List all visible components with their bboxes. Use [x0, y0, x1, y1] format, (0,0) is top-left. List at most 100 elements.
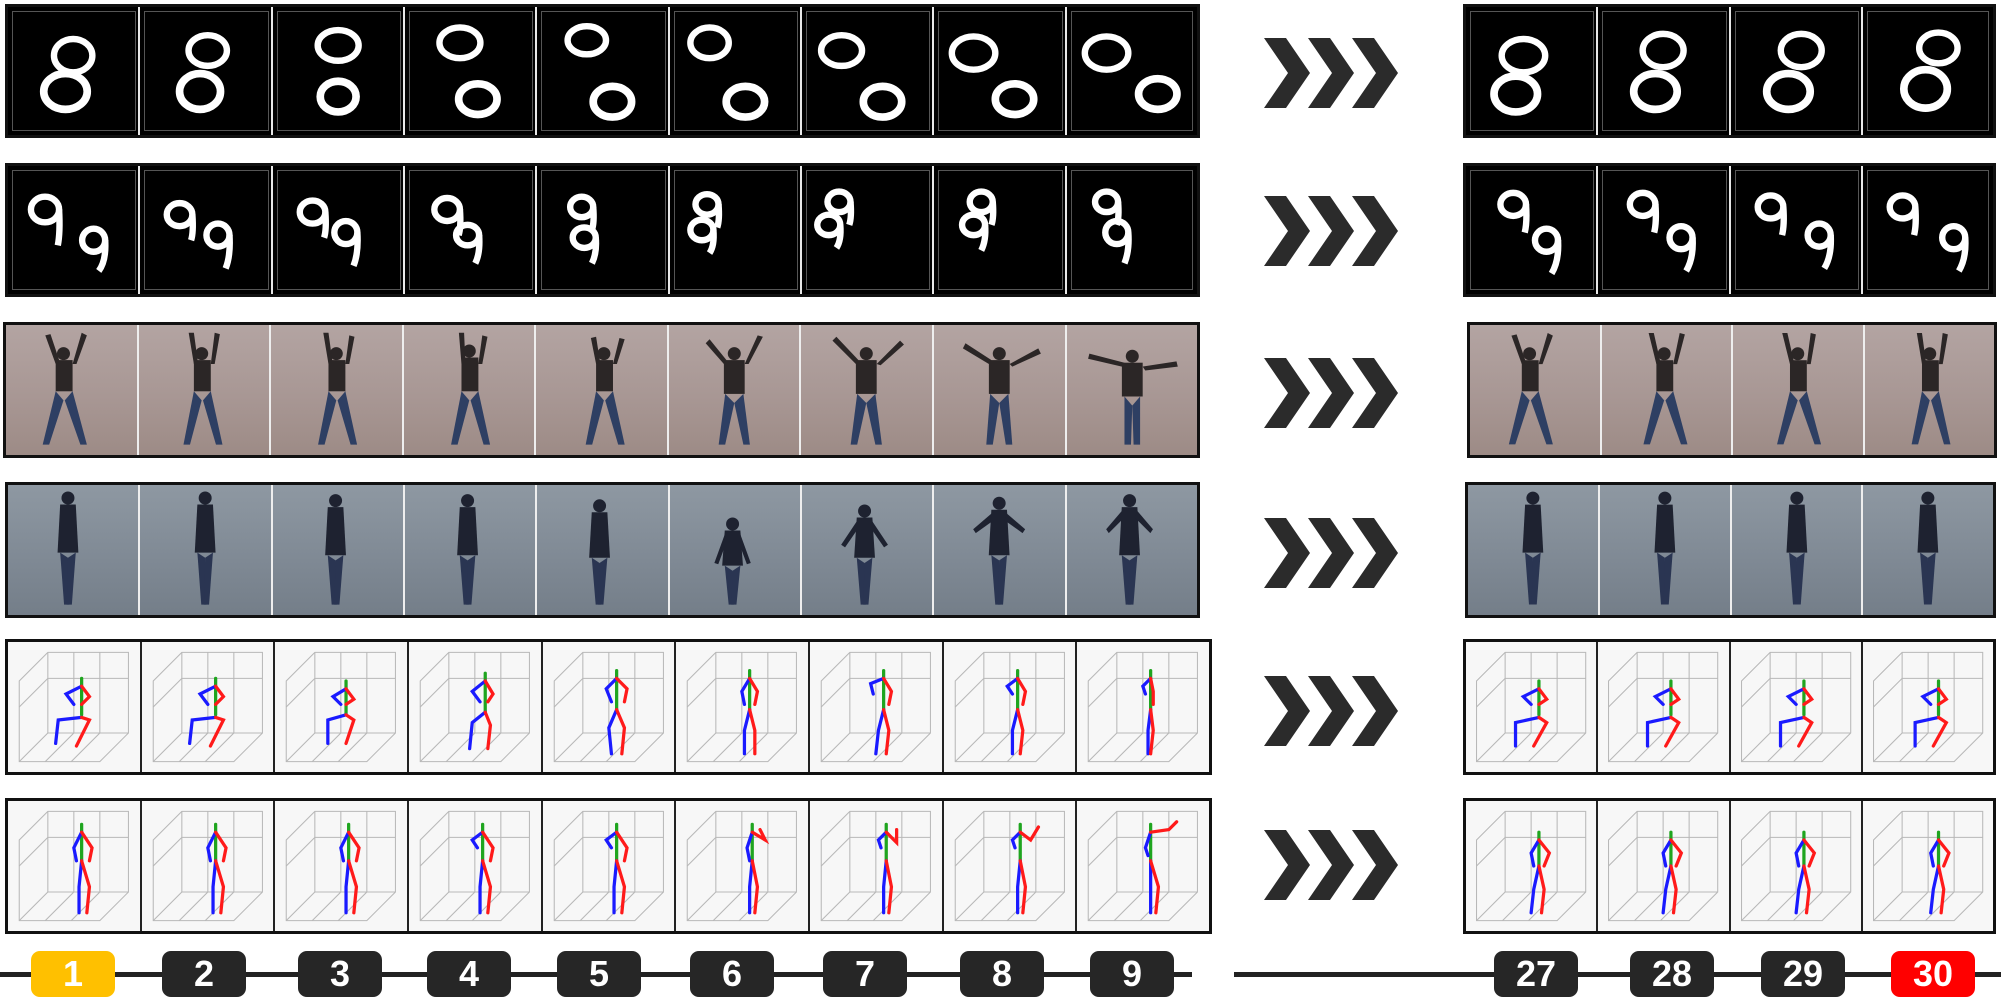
frame-4 [404, 7, 538, 135]
frame-29 [1730, 7, 1863, 135]
sequence-row-kth-arms-up-output [1467, 322, 1997, 458]
frame-28 [1598, 166, 1731, 294]
triple-chevron-right-icon [1264, 676, 1398, 746]
frame-3 [271, 325, 404, 455]
frame-27 [1470, 325, 1602, 455]
frame-7 [810, 801, 944, 931]
frame-27 [1466, 642, 1599, 772]
sequence-row-mnist-99-output [1463, 163, 1996, 297]
frame-4 [409, 642, 543, 772]
frame-badge-6: 6 [690, 951, 774, 997]
frame-5 [537, 166, 670, 294]
frame-6 [676, 642, 811, 772]
frame-4 [404, 166, 538, 294]
frame-7 [801, 7, 935, 135]
sequence-row-mnist-8-output [1463, 4, 1996, 138]
frame-1 [8, 485, 141, 615]
frame-1 [8, 7, 141, 135]
frame-2 [140, 485, 273, 615]
frame-3 [272, 7, 405, 135]
frame-29 [1733, 325, 1865, 455]
frame-3 [275, 801, 410, 931]
frame-8 [934, 166, 1067, 294]
frame-29 [1730, 801, 1863, 931]
sequence-row-mnist-99-input [5, 163, 1200, 297]
frame-1 [8, 801, 142, 931]
frame-9 [1066, 325, 1198, 455]
frame-6 [668, 325, 802, 455]
frame-badge-29: 29 [1761, 951, 1845, 997]
frame-8 [943, 801, 1078, 931]
sequence-row-skeleton-sitting-input [5, 639, 1212, 775]
frame-badge-7: 7 [823, 951, 907, 997]
frame-badge-4: 4 [427, 951, 511, 997]
frame-1 [6, 325, 139, 455]
frame-6 [669, 485, 802, 615]
frame-30 [1862, 642, 1993, 772]
frame-9 [1066, 485, 1197, 615]
frame-5 [542, 642, 677, 772]
frame-5 [536, 325, 669, 455]
sequence-row-kth-standing-input [5, 482, 1200, 618]
frame-2 [138, 325, 272, 455]
frame-4 [404, 485, 538, 615]
frame-6 [669, 7, 802, 135]
frame-badge-27: 27 [1494, 951, 1578, 997]
frame-28 [1599, 485, 1732, 615]
frame-28 [1598, 642, 1731, 772]
frame-4 [403, 325, 537, 455]
frame-9 [1077, 801, 1210, 931]
triple-chevron-right-icon [1264, 518, 1398, 588]
frame-badge-3: 3 [298, 951, 382, 997]
frame-30 [1863, 485, 1993, 615]
frame-1 [8, 166, 141, 294]
timeline-gap [1192, 968, 1234, 982]
frame-5 [537, 485, 670, 615]
frame-badge-28: 28 [1630, 951, 1714, 997]
frame-badge-30: 30 [1891, 951, 1975, 997]
frame-badge-8: 8 [960, 951, 1044, 997]
frame-8 [943, 642, 1078, 772]
frame-30 [1864, 325, 1994, 455]
frame-9 [1077, 642, 1210, 772]
sequence-row-mnist-8-input [5, 4, 1200, 138]
triple-chevron-right-icon [1264, 830, 1398, 900]
sequence-row-kth-arms-up-input [3, 322, 1200, 458]
frame-6 [669, 166, 802, 294]
frame-29 [1730, 642, 1863, 772]
frame-30 [1862, 7, 1993, 135]
frame-3 [272, 166, 405, 294]
frame-6 [676, 801, 811, 931]
frame-2 [140, 166, 273, 294]
frame-9 [1066, 7, 1197, 135]
sequence-row-skeleton-sitting-output [1463, 639, 1996, 775]
frame-27 [1466, 166, 1599, 294]
frame-7 [801, 325, 934, 455]
frame-5 [542, 801, 677, 931]
frame-badge-1: 1 [31, 951, 115, 997]
frame-7 [810, 642, 944, 772]
frame-1 [8, 642, 142, 772]
frame-8 [934, 485, 1067, 615]
frame-27 [1466, 7, 1599, 135]
frame-28 [1598, 7, 1731, 135]
triple-chevron-right-icon [1264, 196, 1398, 266]
frame-7 [801, 166, 935, 294]
frame-badge-5: 5 [557, 951, 641, 997]
triple-chevron-right-icon [1264, 38, 1398, 108]
frame-2 [141, 642, 276, 772]
frame-28 [1598, 801, 1731, 931]
sequence-row-skeleton-standing-output [1463, 798, 1996, 934]
frame-29 [1730, 166, 1863, 294]
frame-2 [140, 7, 273, 135]
frame-5 [537, 7, 670, 135]
frame-2 [141, 801, 276, 931]
frame-30 [1862, 166, 1993, 294]
sequence-row-kth-standing-output [1465, 482, 1996, 618]
frame-3 [272, 485, 405, 615]
frame-28 [1601, 325, 1733, 455]
frame-29 [1731, 485, 1864, 615]
frame-badge-9: 9 [1090, 951, 1174, 997]
sequence-row-skeleton-standing-input [5, 798, 1212, 934]
frame-8 [933, 325, 1067, 455]
